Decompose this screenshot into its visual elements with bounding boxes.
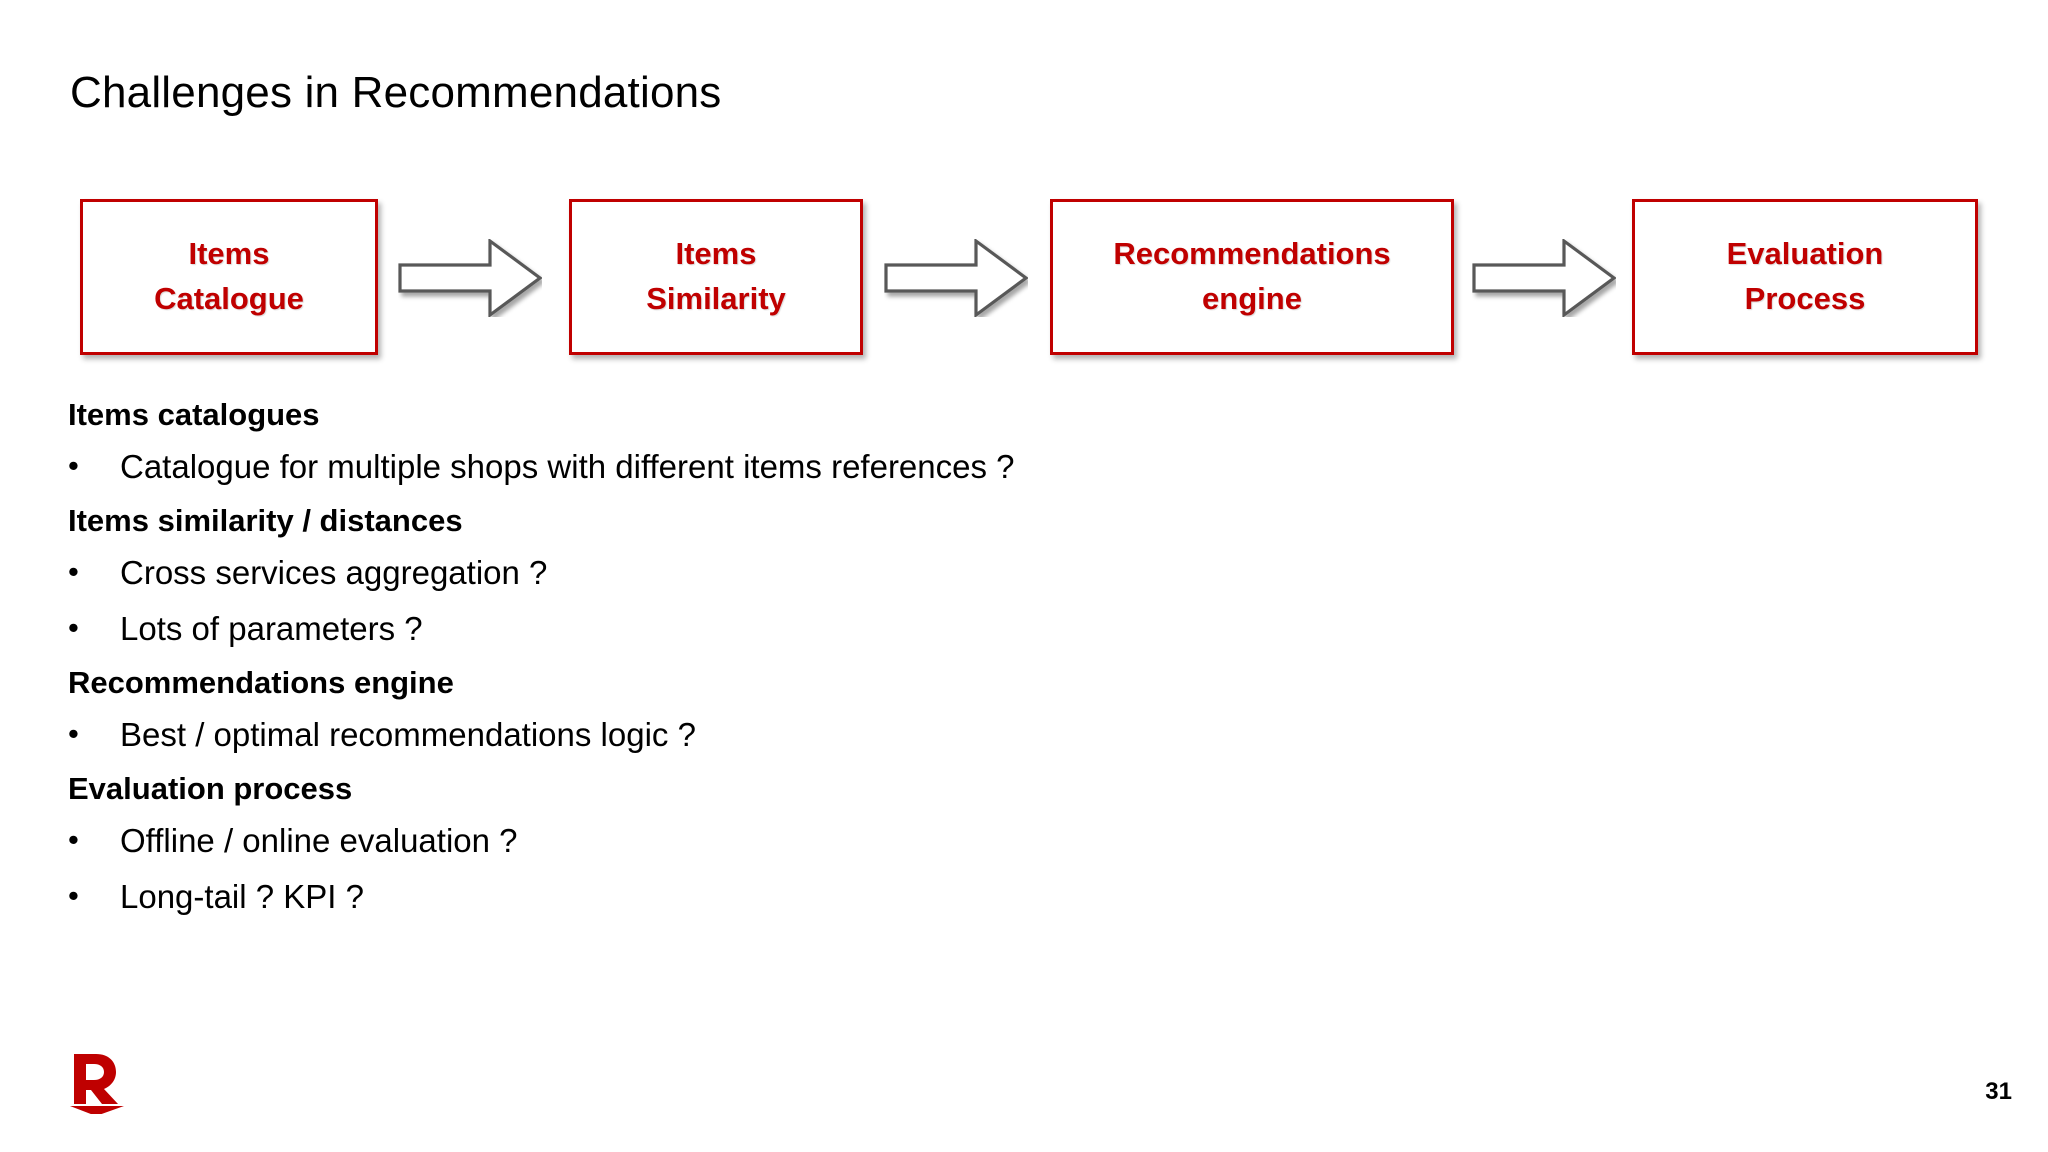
list-item-text: Cross services aggregation ? — [120, 554, 548, 592]
list-item-text: Catalogue for multiple shops with differ… — [120, 448, 1015, 486]
page-number: 31 — [1985, 1078, 2012, 1105]
list-item: • Offline / online evaluation ? — [68, 822, 1968, 860]
section-evaluation-process: Evaluation process • Offline / online ev… — [68, 771, 1968, 916]
section-items-catalogues: Items catalogues • Catalogue for multipl… — [68, 397, 1968, 486]
list-item-text: Long-tail ? KPI ? — [120, 878, 364, 916]
list-item-text: Lots of parameters ? — [120, 610, 423, 648]
bullet-marker-icon: • — [68, 610, 79, 646]
page-title: Challenges in Recommendations — [70, 68, 722, 117]
bullet-marker-icon: • — [68, 716, 79, 752]
list-item: • Best / optimal recommendations logic ? — [68, 716, 1968, 754]
bullet-marker-icon: • — [68, 554, 79, 590]
bullet-marker-icon: • — [68, 448, 79, 484]
flow-step-evaluation-process: Evaluation Process — [1632, 199, 1978, 355]
list-item: • Long-tail ? KPI ? — [68, 878, 1968, 916]
bullet-marker-icon: • — [68, 878, 79, 914]
flow-step-line2: Process — [1744, 281, 1866, 316]
flow-step-line2: Catalogue — [154, 281, 304, 316]
flow-step-line2: engine — [1202, 281, 1302, 316]
flow-step-line2: Similarity — [646, 281, 786, 316]
list-item: • Cross services aggregation ? — [68, 554, 1968, 592]
flow-step-line1: Items — [188, 236, 270, 272]
process-flow-diagram: Items Catalogue Items Similarity Recomme… — [80, 199, 1980, 357]
flow-step-line1: Recommendations — [1113, 236, 1391, 272]
right-block-arrow-icon — [398, 239, 542, 317]
list-item: • Catalogue for multiple shops with diff… — [68, 448, 1968, 486]
flow-step-recommendations-engine: Recommendations engine — [1050, 199, 1454, 355]
flow-step-line1: Items — [675, 236, 757, 272]
list-item-text: Best / optimal recommendations logic ? — [120, 716, 696, 754]
list-item-text: Offline / online evaluation ? — [120, 822, 518, 860]
right-block-arrow-icon — [1472, 239, 1616, 317]
section-heading: Evaluation process — [68, 771, 353, 807]
right-block-arrow-icon — [884, 239, 1028, 317]
section-items-similarity-distances: Items similarity / distances • Cross ser… — [68, 503, 1968, 648]
section-heading: Recommendations engine — [68, 665, 454, 700]
flow-step-line1: Evaluation — [1726, 236, 1884, 272]
list-item: • Lots of parameters ? — [68, 610, 1968, 648]
flow-step-items-similarity: Items Similarity — [569, 199, 863, 355]
rakuten-r-logo — [66, 1050, 128, 1114]
flow-step-items-catalogue: Items Catalogue — [80, 199, 378, 355]
challenges-list: Items catalogues • Catalogue for multipl… — [68, 397, 1968, 934]
bullet-marker-icon: • — [68, 822, 79, 858]
section-heading: Items catalogues — [68, 397, 320, 432]
section-recommendations-engine: Recommendations engine • Best / optimal … — [68, 665, 1968, 754]
section-heading: Items similarity / distances — [68, 503, 463, 539]
